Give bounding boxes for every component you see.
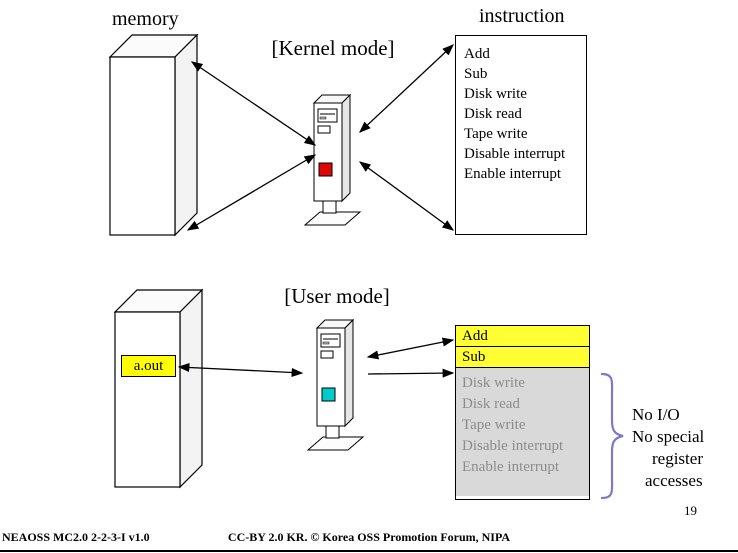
tower-side-face bbox=[341, 93, 351, 203]
footer-course-code: NEAOSS MC2.0 2-2-3-I v1.0 bbox=[2, 530, 150, 544]
instruction-item: Enable interrupt bbox=[464, 166, 562, 182]
memory-box-side-face bbox=[174, 33, 198, 237]
restricted-instruction-item: Disk read bbox=[462, 396, 520, 412]
curly-brace bbox=[600, 372, 624, 500]
arrow-cpu-allowed-top bbox=[366, 337, 455, 360]
instruction-label: instruction bbox=[479, 5, 565, 27]
user-mode-label: [User mode] bbox=[284, 284, 390, 308]
restricted-instruction-item: Tape write bbox=[462, 417, 526, 433]
kernel-mode-label: [Kernel mode] bbox=[271, 36, 395, 60]
floppy-eject-button bbox=[319, 116, 327, 120]
footer-license-text: CC-BY 2.0 KR. © Korea OSS Promotion Foru… bbox=[227, 530, 511, 544]
tower-pedestal bbox=[322, 200, 337, 214]
tower-side-face bbox=[344, 318, 354, 428]
memory-label: memory bbox=[112, 8, 179, 30]
arrow-cpu-memory-top bbox=[190, 61, 317, 146]
tower-base bbox=[303, 211, 362, 226]
arrow-cpu-memory-bottom bbox=[186, 154, 317, 231]
instruction-item: Add bbox=[464, 46, 490, 62]
allowed-instruction-item: Add bbox=[456, 326, 589, 347]
restricted-instruction-item: Disable interrupt bbox=[462, 438, 564, 454]
drive-bay-icon bbox=[320, 350, 334, 359]
floppy-drive-icon bbox=[320, 333, 341, 348]
memory-box-side-face bbox=[179, 288, 203, 489]
restricted-instruction-area: Disk write Disk read Tape write Disable … bbox=[456, 368, 589, 496]
bottom-rule bbox=[0, 550, 738, 552]
note-line: accesses bbox=[645, 471, 703, 490]
note-line: No I/O bbox=[632, 405, 680, 424]
memory-box-front-face bbox=[114, 311, 181, 488]
memory-box-front-face bbox=[109, 56, 176, 236]
user-instruction-box: Add Sub Disk write Disk read Tape write … bbox=[455, 325, 590, 500]
kernel-instruction-box: Add Sub Disk write Disk read Tape write … bbox=[455, 35, 587, 235]
restricted-instruction-item: Enable interrupt bbox=[462, 459, 560, 475]
instruction-item: Disk write bbox=[464, 86, 527, 102]
drive-bay-icon bbox=[317, 125, 331, 134]
instruction-item: Disable interrupt bbox=[464, 146, 566, 162]
page-number: 19 bbox=[684, 503, 697, 518]
arrow-cpu-allowed-bottom bbox=[367, 368, 455, 378]
allowed-instruction-item: Sub bbox=[456, 347, 589, 368]
floppy-eject-button bbox=[322, 341, 330, 345]
restriction-note: No I/O No special register accesses bbox=[632, 404, 736, 492]
memory-box-user bbox=[113, 288, 204, 489]
note-line: register bbox=[652, 449, 703, 468]
power-button-cyan bbox=[321, 387, 336, 402]
memory-box-kernel bbox=[108, 33, 199, 237]
instruction-item: Tape write bbox=[464, 126, 528, 142]
floppy-drive-icon bbox=[317, 108, 338, 123]
instruction-item: Disk read bbox=[464, 106, 522, 122]
power-button-red bbox=[318, 162, 333, 177]
computer-tower-user bbox=[306, 318, 365, 451]
arrow-cpu-instruction-bottom bbox=[358, 161, 455, 231]
computer-tower-kernel bbox=[303, 93, 362, 226]
tower-pedestal bbox=[325, 425, 340, 439]
instruction-item: Sub bbox=[464, 66, 488, 82]
restricted-instruction-item: Disk write bbox=[462, 375, 525, 391]
tower-base bbox=[306, 436, 365, 451]
aout-program-block: a.out bbox=[121, 355, 176, 377]
note-line: No special bbox=[632, 427, 705, 446]
